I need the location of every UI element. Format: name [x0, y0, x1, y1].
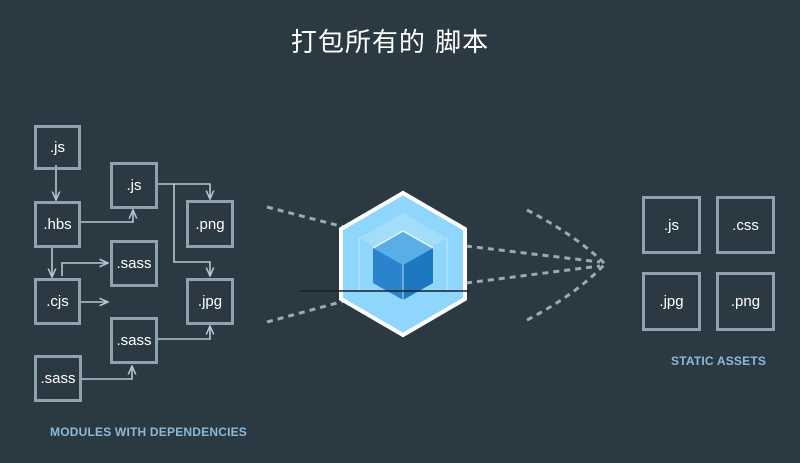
arrow-cjs-to-sass: [61, 263, 108, 276]
module-label: .jpg: [197, 293, 223, 310]
assets-caption: STATIC ASSETS: [671, 354, 767, 368]
module-box: .hbs: [34, 201, 81, 248]
module-label: .cjs: [46, 293, 69, 310]
asset-label: .js: [664, 216, 679, 234]
asset-box: .jpg: [642, 272, 701, 331]
dependency-arrows: [52, 165, 210, 380]
flow-line-out-lower: [465, 264, 601, 285]
webpack-cube-icon: [339, 190, 467, 338]
module-box: .sass: [34, 355, 82, 402]
module-box: .sass: [110, 240, 158, 287]
flow-lines-in: [266, 205, 349, 324]
asset-label: .jpg: [659, 293, 684, 310]
module-box: .png: [186, 200, 234, 248]
module-label: .png: [195, 215, 225, 233]
module-box: .js: [34, 125, 81, 170]
arrow-sass-to-sass: [82, 366, 132, 380]
arrow-sass-to-jpg: [157, 326, 210, 340]
module-box: .sass: [110, 317, 158, 364]
module-box: .cjs: [34, 278, 81, 325]
module-label: .hbs: [43, 216, 72, 233]
module-label: .js: [126, 177, 142, 194]
module-label: .sass: [40, 370, 76, 387]
flow-line-out-upper: [465, 244, 601, 264]
asset-label: .png: [730, 293, 761, 310]
module-box: .js: [110, 162, 158, 209]
asset-box: .js: [642, 196, 701, 254]
module-label: .sass: [116, 255, 152, 272]
flow-lines-out: [465, 208, 606, 322]
flow-arc-lower: [526, 263, 606, 322]
asset-label: .css: [732, 216, 759, 234]
asset-box: .png: [716, 272, 775, 331]
flow-arc-upper: [526, 208, 606, 265]
module-box: .jpg: [186, 278, 234, 325]
modules-caption: MODULES WITH DEPENDENCIES: [50, 425, 248, 439]
module-label: .js: [50, 139, 65, 156]
flow-line-in-bottom: [266, 298, 349, 324]
asset-box: .css: [716, 196, 775, 254]
page-title: 打包所有的 脚本: [290, 28, 490, 58]
arrow-js-to-png: [158, 183, 210, 199]
flow-line-in-top: [266, 205, 349, 230]
module-label: .sass: [116, 332, 152, 349]
arrow-hbs-to-js: [81, 210, 133, 223]
arrow-js-to-jpg: [173, 184, 210, 276]
